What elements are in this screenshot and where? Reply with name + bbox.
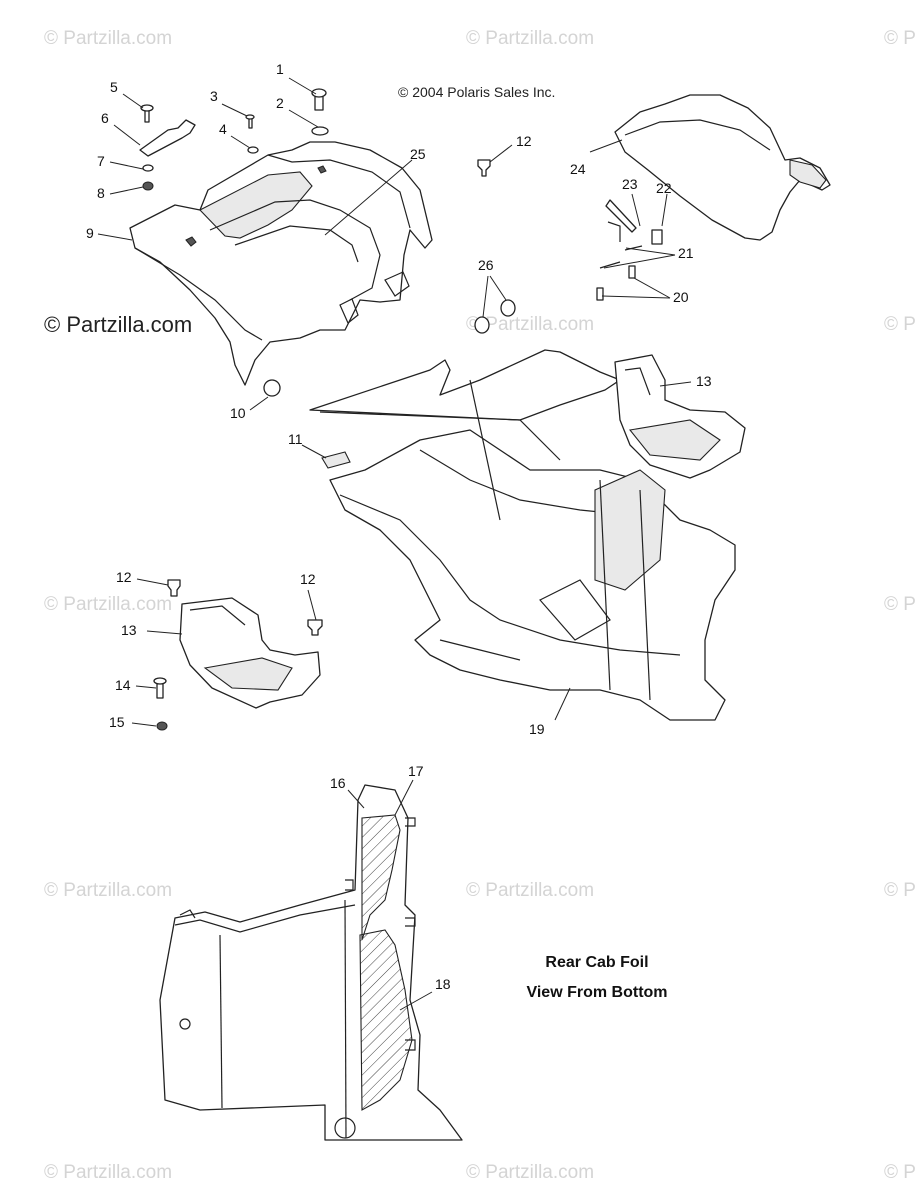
callout-14: 14 [115, 677, 131, 693]
callout-5: 5 [110, 79, 118, 95]
callout-3: 3 [210, 88, 218, 104]
rear-cab-fender [129, 141, 433, 386]
callout-23: 23 [622, 176, 638, 192]
callout-26: 26 [478, 257, 494, 273]
callout-22: 22 [656, 180, 672, 196]
callout-11: 11 [288, 431, 303, 447]
callout-18: 18 [435, 976, 451, 992]
watermark: © P [884, 880, 915, 901]
callout-17: 17 [408, 763, 424, 779]
copyright-notice: © 2004 Polaris Sales Inc. [398, 84, 556, 100]
callout-6: 6 [101, 110, 109, 126]
callout-4: 4 [219, 121, 227, 137]
bracket [139, 119, 196, 157]
callout-9: 9 [86, 225, 94, 241]
callout-8: 8 [97, 185, 105, 201]
callout-19: 19 [529, 721, 545, 737]
footwell-right [614, 354, 746, 479]
callout-21: 21 [678, 245, 694, 261]
caption-title: Rear Cab Foil [545, 954, 649, 971]
watermark: © Partzilla.com [466, 28, 595, 49]
seat-latch [596, 199, 663, 301]
seat [614, 94, 831, 241]
hardware-small [140, 88, 329, 397]
watermark-prominent: © Partzilla.com [44, 312, 193, 337]
callout-12: 12 [300, 571, 316, 587]
callout-24: 24 [570, 161, 586, 177]
callout-7: 7 [97, 153, 105, 169]
watermark: © Partzilla.com [44, 28, 173, 49]
callout-16: 16 [330, 775, 346, 791]
callout-13: 13 [696, 373, 712, 389]
watermark: © Partzilla.com [44, 1162, 173, 1183]
watermark: © P [884, 28, 915, 49]
watermark: © Partzilla.com [44, 880, 173, 901]
callout-25: 25 [410, 146, 426, 162]
callout-20: 20 [673, 289, 689, 305]
leader-lines [97, 77, 692, 1011]
callout-12: 12 [516, 133, 532, 149]
watermark: © Partzilla.com [466, 314, 595, 335]
rear-cab-foil-view [159, 784, 463, 1141]
callout-13: 13 [121, 622, 137, 638]
label-plate [321, 451, 351, 469]
callout-2: 2 [276, 95, 284, 111]
watermark: © Partzilla.com [466, 880, 595, 901]
watermark: © P [884, 594, 915, 615]
callout-1: 1 [276, 61, 284, 77]
callout-15: 15 [109, 714, 125, 730]
callout-12: 12 [116, 569, 132, 585]
watermark: © Partzilla.com [44, 594, 173, 615]
push-rivets [474, 159, 516, 334]
watermark: © P [884, 314, 915, 335]
callout-10: 10 [230, 405, 246, 421]
watermark: © Partzilla.com [466, 1162, 595, 1183]
hardware-left [153, 579, 323, 731]
watermark: © P [884, 1162, 915, 1183]
frame [309, 349, 736, 721]
footwell-left [179, 597, 321, 709]
caption-subtitle: View From Bottom [526, 984, 668, 1001]
